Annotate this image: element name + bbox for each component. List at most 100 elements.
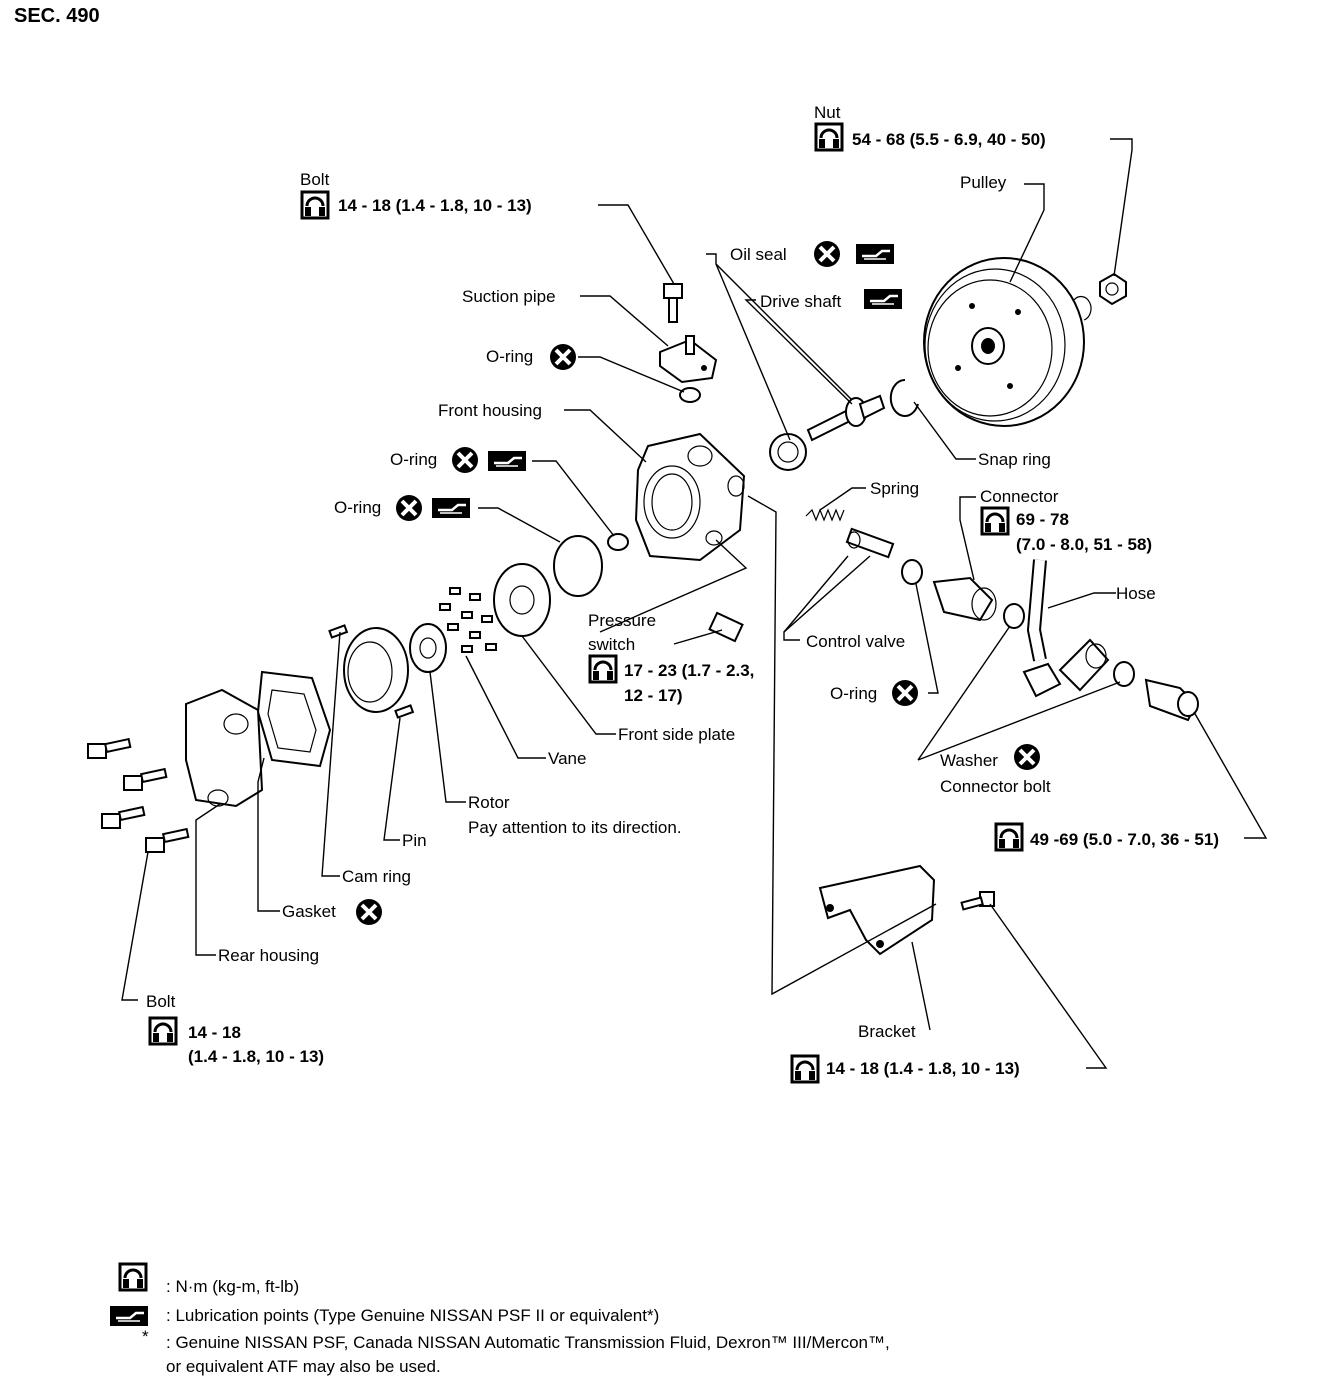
nut-washer-ring	[1073, 296, 1092, 321]
hose-part	[1022, 559, 1110, 698]
label-connector-torque-2: (7.0 - 8.0, 51 - 58)	[1016, 535, 1152, 554]
label-pressure-switch-2: switch	[588, 635, 635, 654]
legend-note-line-1: : Genuine NISSAN PSF, Canada NISSAN Auto…	[166, 1333, 890, 1352]
pin-part-upper	[328, 624, 349, 639]
oil-seal-part	[769, 433, 807, 471]
connector-part	[932, 576, 997, 622]
cam-ring-part	[343, 627, 409, 713]
suction-pipe-part	[659, 335, 718, 384]
label-connector-bolt: Connector bolt	[940, 777, 1051, 796]
label-o-ring-4: O-ring	[830, 684, 877, 703]
bolt-top-torque-icon	[300, 190, 330, 220]
label-o-ring-2: O-ring	[390, 450, 437, 469]
label-washer: Washer	[940, 751, 998, 770]
label-gasket: Gasket	[282, 902, 336, 921]
spring-part	[805, 508, 845, 522]
label-bolt-bottom: Bolt	[146, 992, 176, 1011]
label-pressure-switch-torque-1: 17 - 23 (1.7 - 2.3,	[624, 661, 754, 680]
leader-lines	[121, 138, 1268, 1069]
rear-housing-part	[185, 688, 264, 808]
o-ring-2-replace-x-icon	[450, 445, 480, 475]
bracket-part	[818, 864, 936, 956]
washer-part-2	[1113, 661, 1135, 687]
connector-torque-icon	[980, 506, 1010, 536]
label-nut: Nut	[814, 103, 841, 122]
label-connector-bolt-torque: 49 -69 (5.0 - 7.0, 36 - 51)	[1030, 830, 1219, 849]
label-bracket-torque: 14 - 18 (1.4 - 1.8, 10 - 13)	[826, 1059, 1020, 1078]
label-bolt-top: Bolt	[300, 170, 330, 189]
label-o-ring-1: O-ring	[486, 347, 533, 366]
nut-part	[1099, 272, 1127, 306]
control-valve-part	[845, 527, 895, 559]
label-pressure-switch-1: Pressure	[588, 611, 656, 630]
label-rear-housing: Rear housing	[218, 946, 319, 965]
o-ring-control-part	[901, 559, 923, 585]
label-front-side-plate: Front side plate	[618, 725, 735, 744]
pressure-switch-part	[708, 611, 744, 643]
o-ring-3-replace-x-icon	[394, 493, 424, 523]
vanes-part	[439, 587, 497, 653]
oil-seal-lubrication-icon	[854, 242, 896, 266]
o-ring-2-lubrication-icon	[486, 449, 528, 473]
nut-torque-icon	[814, 122, 844, 152]
connector-bolt-torque-icon	[994, 822, 1024, 852]
pin-part-lower	[394, 704, 415, 719]
o-ring-large-part	[553, 535, 603, 597]
label-spring: Spring	[870, 479, 919, 498]
washer-replace-x-icon	[1012, 742, 1042, 772]
label-bracket: Bracket	[858, 1022, 916, 1041]
o-ring-4-replace-x-icon	[890, 678, 920, 708]
label-rotor-note: Pay attention to its direction.	[468, 818, 682, 837]
drive-shaft-lubrication-icon	[862, 287, 904, 311]
o-ring-small-part	[679, 387, 701, 403]
rotor-part	[409, 623, 447, 673]
label-hose: Hose	[1116, 584, 1156, 603]
legend: : N·m (kg-m, ft-lb) : Lubrication points…	[108, 1262, 890, 1376]
front-housing-part	[634, 432, 746, 562]
drive-shaft-part	[806, 394, 886, 442]
bracket-torque-icon	[790, 1054, 820, 1084]
section-title: SEC. 490	[14, 5, 100, 27]
top-bolt-part	[663, 283, 683, 323]
pulley-part	[923, 257, 1085, 427]
bracket-bolt-part	[960, 891, 995, 911]
legend-torque-icon	[118, 1262, 148, 1292]
label-front-housing: Front housing	[438, 401, 542, 420]
oil-seal-replace-x-icon	[812, 239, 842, 269]
o-ring-1-replace-x-icon	[548, 342, 578, 372]
gasket-replace-x-icon	[354, 897, 384, 927]
label-cam-ring: Cam ring	[342, 867, 411, 886]
legend-lubrication-icon	[108, 1304, 150, 1328]
label-pulley: Pulley	[960, 173, 1007, 192]
legend-asterisk: *	[142, 1327, 149, 1346]
snap-ring-part	[889, 378, 919, 417]
connector-bolt-part	[1144, 678, 1199, 722]
label-bolt-top-torque: 14 - 18 (1.4 - 1.8, 10 - 13)	[338, 196, 532, 215]
label-pressure-switch-torque-2: 12 - 17)	[624, 686, 683, 705]
pressure-switch-torque-icon	[588, 654, 618, 684]
label-bolt-bottom-torque-2: (1.4 - 1.8, 10 - 13)	[188, 1047, 324, 1066]
washer-part-1	[1003, 603, 1025, 629]
o-ring-medium-part	[607, 533, 629, 551]
rear-bolts-part	[87, 737, 190, 853]
label-suction-pipe: Suction pipe	[462, 287, 556, 306]
label-connector: Connector	[980, 487, 1059, 506]
label-oil-seal: Oil seal	[730, 245, 787, 264]
label-rotor: Rotor	[468, 793, 510, 812]
label-drive-shaft: Drive shaft	[760, 292, 842, 311]
bolt-bottom-torque-icon	[148, 1016, 178, 1046]
label-vane: Vane	[548, 749, 586, 768]
label-nut-torque: 54 - 68 (5.5 - 6.9, 40 - 50)	[852, 130, 1046, 149]
label-snap-ring: Snap ring	[978, 450, 1051, 469]
front-side-plate-part	[493, 563, 551, 637]
legend-lubrication-text: : Lubrication points (Type Genuine NISSA…	[166, 1306, 659, 1325]
label-connector-torque-1: 69 - 78	[1016, 510, 1069, 529]
label-o-ring-3: O-ring	[334, 498, 381, 517]
gasket-part	[256, 670, 332, 768]
legend-note-line-2: or equivalent ATF may also be used.	[166, 1357, 441, 1376]
label-control-valve: Control valve	[806, 632, 905, 651]
o-ring-3-lubrication-icon	[430, 496, 472, 520]
legend-torque-unit: : N·m (kg-m, ft-lb)	[166, 1277, 299, 1296]
label-pin: Pin	[402, 831, 427, 850]
